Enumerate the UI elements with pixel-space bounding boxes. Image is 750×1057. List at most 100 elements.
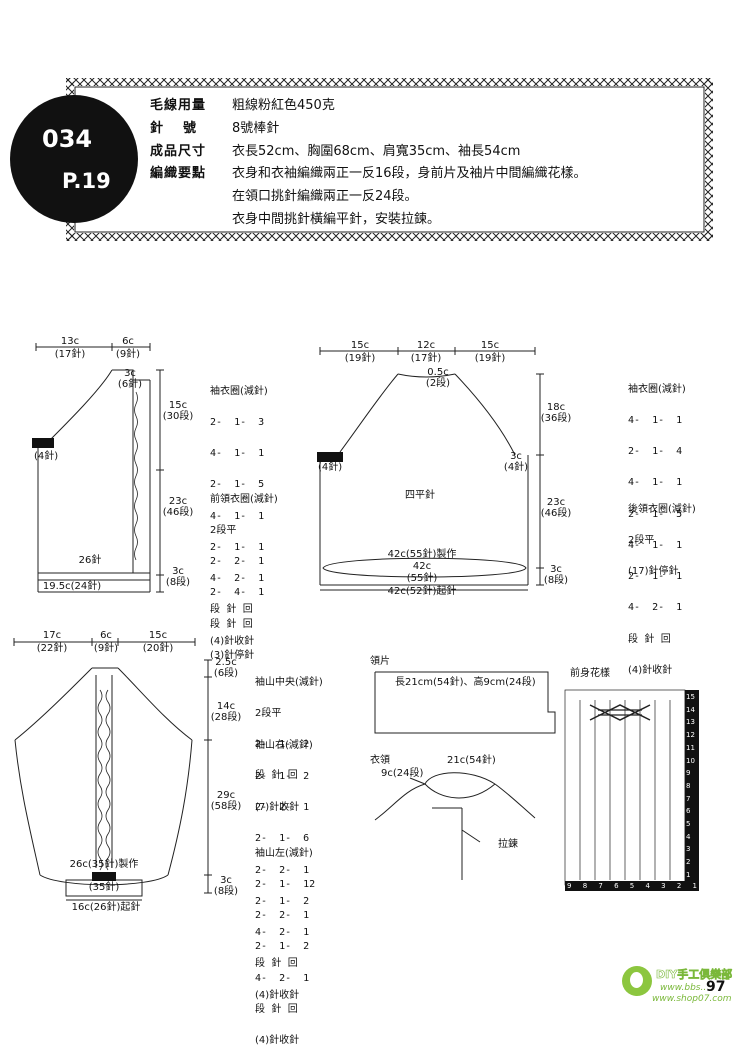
needle-value: 8號棒針 <box>232 121 280 136</box>
neckline-title: 衣領 <box>370 755 390 766</box>
sleeve-right-row: 2- 1- 2 <box>255 771 310 783</box>
knit-row: 編織要點衣身和衣袖編織兩正一反16段，身前片及袖片中間編織花樣。 <box>150 166 587 182</box>
sleeve-center-sub: 2段平 <box>255 708 282 720</box>
back-v18: 18c <box>546 402 566 413</box>
back-v36: (36段) <box>540 413 572 424</box>
row-number: 5 <box>686 820 691 829</box>
stitch-chart-col-strip <box>565 881 699 891</box>
page-number: 97 <box>706 979 726 995</box>
row-number: 11 <box>686 743 695 752</box>
pattern-number: 034 <box>42 125 93 153</box>
sleeve-v28: (28段) <box>210 712 242 723</box>
front-armhole-title: 袖衣圈(減針) <box>210 385 268 397</box>
sleeve-top-22: (22針) <box>36 643 68 654</box>
row-number: 2 <box>686 858 691 867</box>
back-4-st-right: (4針) <box>503 462 529 473</box>
row-number: 10 <box>686 756 695 765</box>
front-4-st: (4針) <box>34 451 59 462</box>
col-number: 3 <box>661 882 666 890</box>
stitch-chart-title: 前身花樣 <box>570 668 610 679</box>
row-number: 1 <box>686 870 691 879</box>
sleeve-top-17: 17c <box>42 630 62 641</box>
front-v15c: 15c <box>168 400 188 411</box>
front-v23c: 23c <box>168 496 188 507</box>
back-armhole-title: 袖衣圈(減針) <box>628 383 686 395</box>
row-number: 9 <box>686 769 691 778</box>
front-v8: (8段) <box>165 577 191 588</box>
back-armhole-decrease: 袖衣圈(減針) 4- 1- 1 2- 1- 4 4- 1- 1 2- 1- 5 … <box>628 364 686 687</box>
front-neck-row: 2- 2- 1 <box>210 556 265 568</box>
front-neck-sub: 2段平 <box>210 525 237 537</box>
col-number: 9 <box>567 882 572 890</box>
sleeve-top-15: 15c <box>148 630 168 641</box>
sleeve-center-footer: (7)針收針 <box>255 801 300 813</box>
watermark-site-2: www.shop07.com <box>652 994 732 1004</box>
sleeve-right-footer: (4)針收針 <box>255 989 300 1001</box>
col-number: 6 <box>614 882 619 890</box>
yarn-value: 粗線粉紅色450克 <box>232 98 335 113</box>
header-frame <box>66 78 713 241</box>
sleeve-left-row: 2- 2- 1 <box>255 910 310 922</box>
front-v30: (30段) <box>162 411 194 422</box>
sleeve-left-footer: 段 針 回 <box>255 1003 298 1015</box>
sleeve-v29: 29c <box>216 790 236 801</box>
back-armhole-footer: (4)針收針 <box>628 664 673 676</box>
back-armhole-footer: 段 針 回 <box>628 633 671 645</box>
sleeve-v3: 3c <box>220 875 232 886</box>
front-neck-decrease: 前領衣圈(減針) 2段平 2- 2- 1 2- 4- 1 段 針 回 (3)針停… <box>210 474 278 672</box>
sleeve-v25: 2.5c <box>215 657 237 668</box>
back-armhole-row: 2- 1- 4 <box>628 446 683 458</box>
row-number: 8 <box>686 781 691 790</box>
sleeve-center-footer: 段 針 回 <box>255 770 298 782</box>
row-number: 6 <box>686 807 691 816</box>
row-number: 14 <box>686 705 695 714</box>
front-neck-row: 2- 4- 1 <box>210 587 265 599</box>
watermark-logo-icon <box>622 966 652 996</box>
size-value: 衣長52cm、胸圍68cm、肩寬35cm、袖長54cm <box>232 144 521 159</box>
neckline-height: 9c(24段) <box>381 768 424 779</box>
back-4-st-left: (4針) <box>318 462 343 473</box>
sleeve-right-decrease: 袖山右(減針) 2- 1- 2 2- 2- 1 2- 1- 6 2- 2- 1 … <box>255 720 313 1011</box>
back-made-width: 42c(55針)製作 <box>387 549 457 560</box>
front-neck-footer: (3)針停針 <box>210 649 255 661</box>
front-width-26: 26針 <box>78 555 102 566</box>
knit-line-2: 在領口挑針編織兩正一反24段。 <box>232 189 418 204</box>
back-top-15b: 15c <box>480 340 500 351</box>
col-number: 8 <box>582 882 588 890</box>
sleeve-right-title: 袖山右(減針) <box>255 739 313 751</box>
size-label: 成品尺寸 <box>150 144 207 159</box>
row-number: 13 <box>686 718 695 727</box>
zipper-label: 拉鍊 <box>498 839 518 850</box>
front-top-6c: 6c <box>122 336 134 347</box>
front-v3c: 3c <box>172 566 184 577</box>
back-top-19b: (19針) <box>474 353 506 364</box>
needle-label: 針號 <box>150 121 217 136</box>
sleeve-left-row: 4- 2- 1 <box>255 972 310 984</box>
back-v8: (8段) <box>543 575 569 586</box>
sleeve-left-row: 2- 1- 2 <box>255 941 310 953</box>
size-row: 成品尺寸 衣長52cm、胸圍68cm、肩寬35cm、袖長54cm <box>150 144 520 160</box>
sleeve-right-row: 2- 1- 2 <box>255 895 310 907</box>
collar-title: 領片 <box>370 656 390 667</box>
neckline-schematic <box>374 772 536 880</box>
sleeve-cuff-marker <box>92 872 116 881</box>
knit-line-1: 衣身和衣袖編織兩正一反16段，身前片及袖片中間編織花樣。 <box>232 166 587 181</box>
neckline-width: 21c(54針) <box>447 755 496 766</box>
row-number: 12 <box>686 731 695 740</box>
col-number: 7 <box>598 882 603 890</box>
sleeve-left-title: 袖山左(減針) <box>255 847 313 859</box>
stitch-chart-col-numbers: 9 8 7 6 5 4 3 2 1 <box>567 881 697 891</box>
sleeve-right-row: 4- 2- 1 <box>255 927 310 939</box>
back-center-label: 四平針 <box>405 490 435 501</box>
back-top-19a: (19針) <box>344 353 376 364</box>
back-3c: 3c <box>510 451 522 462</box>
sleeve-center-decrease: 袖山中央(減針) 2段平 2- 1- 2 段 針 回 (7)針收針 <box>255 657 323 824</box>
back-neck-footer: (17)針停針 <box>628 566 679 578</box>
back-armhole-row: 2- 1- 5 <box>628 508 683 520</box>
back-v23: 23c <box>546 497 566 508</box>
back-42c: 42c <box>412 561 432 572</box>
sleeve-top-6: 6c <box>100 630 112 641</box>
back-neck-decrease: 後領衣圈(減針) 2段平 (17)針停針 <box>628 484 696 588</box>
watermark-site-1: www.bbs.. <box>660 983 707 993</box>
back-05c: 0.5c <box>427 367 449 378</box>
